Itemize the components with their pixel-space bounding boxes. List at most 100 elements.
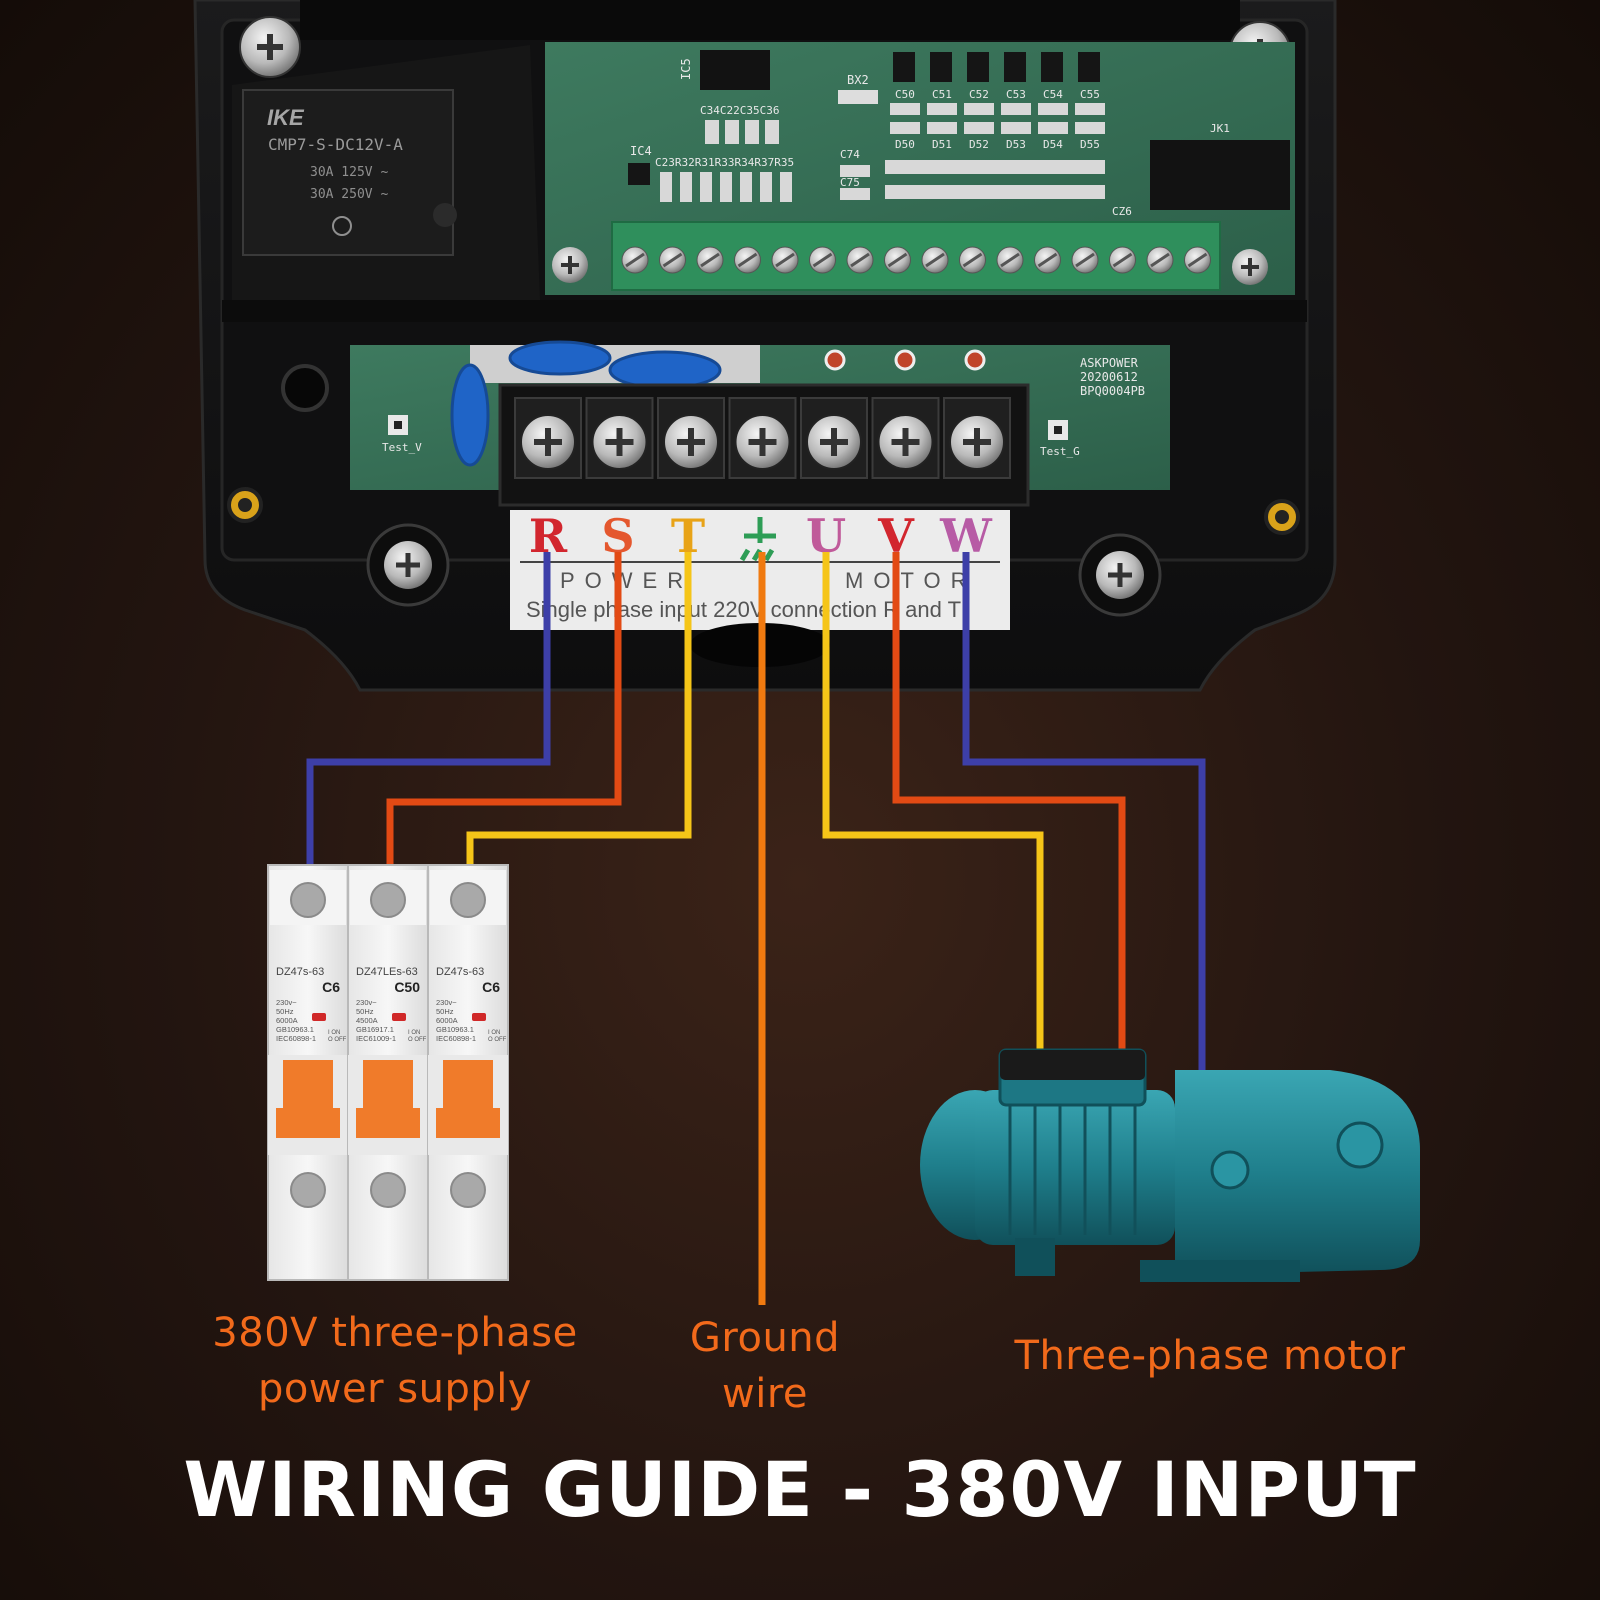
breaker-spec: 230v~ bbox=[356, 998, 377, 1007]
power-terminal-block bbox=[498, 383, 1030, 507]
circuit-breaker: DZ47s-63C6230v~50Hz6000AGB10963.1IEC6089… bbox=[267, 864, 349, 1281]
control-terminal-screw bbox=[1071, 246, 1099, 274]
control-terminal-screw bbox=[996, 246, 1024, 274]
power-terminal-screw bbox=[657, 397, 725, 479]
control-terminal-screw bbox=[884, 246, 911, 274]
single-phase-note: Single phase input 220V connection R and… bbox=[526, 597, 961, 622]
ground-wire-caption: Ground wire bbox=[650, 1310, 880, 1422]
breaker-rating: C50 bbox=[394, 979, 420, 995]
control-terminal-screw bbox=[621, 246, 649, 274]
diode-label-d54: D54 bbox=[1043, 138, 1063, 151]
breaker-spec: GB10963.1 bbox=[436, 1025, 474, 1034]
breaker-off-label: O OFF bbox=[408, 1037, 427, 1043]
control-terminal-screw bbox=[1184, 246, 1211, 274]
control-terminal-screw bbox=[1146, 246, 1174, 274]
board-divider bbox=[222, 300, 1307, 322]
ground-wire-caption-line2: wire bbox=[721, 1371, 808, 1417]
cap-label-c50: C50 bbox=[895, 88, 915, 101]
breaker-spec: IEC60898-1 bbox=[276, 1034, 316, 1043]
svg-text:IC5: IC5 bbox=[679, 58, 693, 80]
svg-text:CZ6: CZ6 bbox=[1112, 205, 1132, 218]
power-terminal-screw bbox=[728, 397, 797, 479]
breaker-off-label: O OFF bbox=[488, 1037, 507, 1043]
ground-symbol bbox=[739, 517, 776, 562]
power-supply-caption-line2: power supply bbox=[257, 1366, 533, 1412]
mount-hole bbox=[281, 364, 329, 412]
resistor-group-label: C23R32R31R33R34R37R35 bbox=[655, 156, 794, 169]
breaker-rating: C6 bbox=[322, 979, 340, 995]
svg-text:C75: C75 bbox=[840, 176, 860, 189]
wiring bbox=[306, 552, 1206, 1305]
case-screw-top-left bbox=[239, 16, 301, 78]
power-terminal-screws bbox=[514, 397, 1011, 479]
svg-text:IC4: IC4 bbox=[630, 144, 652, 158]
breaker-model: DZ47s-63 bbox=[436, 966, 484, 978]
control-terminal-screw bbox=[1034, 246, 1061, 274]
control-terminal-screw bbox=[659, 246, 686, 274]
relay-model: CMP7-S-DC12V-A bbox=[268, 135, 403, 154]
breaker-spec: 50Hz bbox=[356, 1007, 374, 1016]
three-phase-motor bbox=[920, 1048, 1420, 1282]
control-terminal-screw bbox=[734, 246, 761, 274]
power-terminal-screw bbox=[514, 397, 582, 479]
wire-t-yellow bbox=[466, 552, 692, 868]
test-point-g: Test_G bbox=[1040, 445, 1080, 458]
cap-label-c52: C52 bbox=[969, 88, 989, 101]
power-terminal-screw bbox=[943, 397, 1011, 479]
ic5-chip bbox=[700, 50, 770, 90]
control-terminal-screw bbox=[809, 246, 836, 274]
pcb-screw-left bbox=[552, 247, 588, 283]
breaker-spec: 230v~ bbox=[276, 998, 297, 1007]
motor-caption: Three-phase motor bbox=[1014, 1333, 1406, 1379]
diode-label-d51: D51 bbox=[932, 138, 952, 151]
power-supply-caption: 380V three-phase power supply bbox=[170, 1305, 620, 1417]
cap-label-c54: C54 bbox=[1043, 88, 1063, 101]
page-title: WIRING GUIDE - 380V INPUT bbox=[183, 1445, 1417, 1534]
y-capacitor bbox=[608, 350, 722, 390]
board-date-code: 20200612 bbox=[1080, 370, 1138, 384]
ground-wire-caption-line1: Ground bbox=[689, 1315, 841, 1361]
breaker-spec: GB16917.1 bbox=[356, 1025, 394, 1034]
cap-label-c53: C53 bbox=[1006, 88, 1026, 101]
y-capacitor bbox=[508, 340, 612, 376]
control-terminal-screw bbox=[959, 246, 986, 274]
control-terminal-screw bbox=[1109, 246, 1136, 274]
breaker-spec: 50Hz bbox=[276, 1007, 294, 1016]
svg-text:BX2: BX2 bbox=[847, 73, 869, 87]
diode-label-d55: D55 bbox=[1080, 138, 1100, 151]
breaker-model: DZ47LEs-63 bbox=[356, 966, 418, 978]
circuit-breaker-group: DZ47s-63C6230v~50Hz6000AGB10963.1IEC6089… bbox=[267, 864, 509, 1281]
breaker-rating: C6 bbox=[482, 979, 500, 995]
control-terminal-screws bbox=[621, 246, 1211, 274]
relay-rating-2: 30A 250V ~ bbox=[310, 187, 388, 202]
control-terminal-screw bbox=[921, 246, 949, 274]
breaker-on-label: I ON bbox=[488, 1030, 500, 1036]
circuit-breaker: DZ47LEs-63C50230v~50Hz4500AGB16917.1IEC6… bbox=[347, 864, 429, 1281]
control-terminal-screw bbox=[771, 246, 799, 274]
power-group-label: POWER bbox=[560, 568, 693, 593]
breaker-spec: 50Hz bbox=[436, 1007, 454, 1016]
test-point-v: Test_V bbox=[382, 441, 422, 454]
case-screw-bottom-left bbox=[366, 523, 450, 607]
svg-text:JK1: JK1 bbox=[1210, 122, 1230, 135]
wire-r-blue bbox=[306, 552, 551, 868]
pump-housing bbox=[1175, 1070, 1420, 1275]
control-terminal-screw bbox=[846, 246, 874, 274]
motor-foot bbox=[1015, 1238, 1055, 1276]
relay-module: IKE CMP7-S-DC12V-A 30A 125V ~ 30A 250V ~ bbox=[232, 45, 540, 300]
breaker-on-label: I ON bbox=[408, 1030, 420, 1036]
power-supply-caption-line1: 380V three-phase bbox=[212, 1310, 578, 1356]
control-board: IC5 IC4 BX2 C34C22C35C36 C23R32R31R33R34… bbox=[545, 42, 1295, 295]
y-capacitor bbox=[450, 363, 490, 467]
power-terminal-screw bbox=[585, 397, 654, 479]
power-terminal-screw bbox=[800, 397, 868, 479]
breaker-spec: IEC61009-1 bbox=[356, 1034, 396, 1043]
breaker-spec: 6000A bbox=[436, 1016, 458, 1025]
board-part-no: BPQ0004PB bbox=[1080, 384, 1145, 398]
wire-w-blue bbox=[962, 552, 1206, 1070]
breaker-spec: IEC60898-1 bbox=[436, 1034, 476, 1043]
cap-label-c55: C55 bbox=[1080, 88, 1100, 101]
breaker-spec: 230v~ bbox=[436, 998, 457, 1007]
